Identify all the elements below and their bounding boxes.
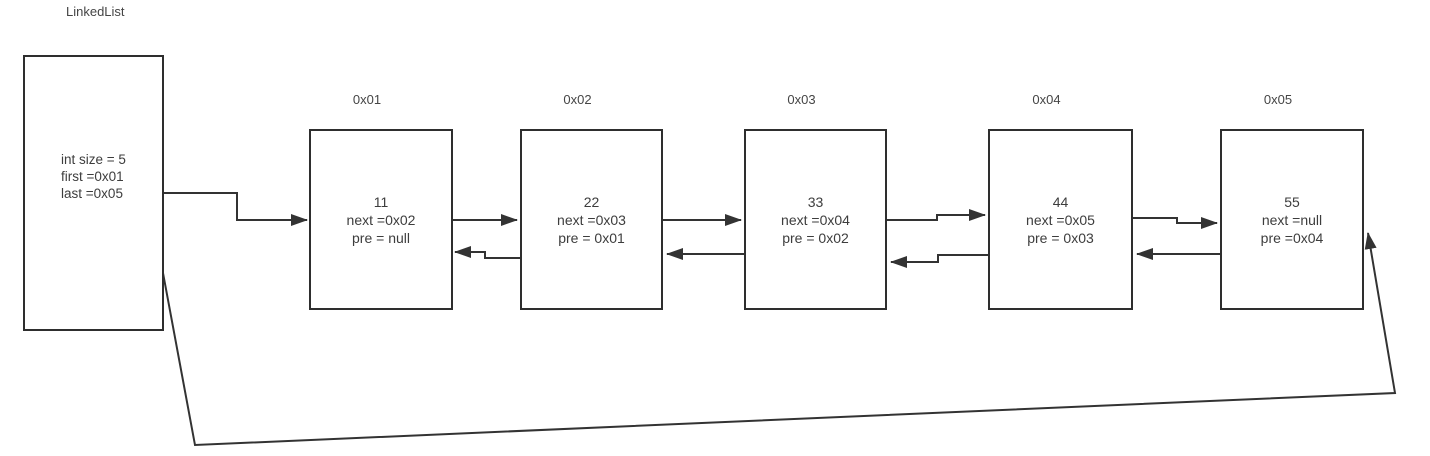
node-fields: 22 next =0x03 pre = 0x01 — [522, 193, 661, 247]
list-first-field: first =0x01 — [61, 169, 124, 184]
last-pointer-arrow — [162, 232, 1397, 447]
node-address-label: 0x04 — [1032, 92, 1061, 107]
node-address-label: 0x01 — [352, 92, 382, 107]
node-fields: 44 next =0x05 pre = 0x03 — [990, 193, 1131, 247]
node-fields: 33 next =0x04 pre = 0x02 — [746, 193, 885, 247]
linkedlist-object-fields: int size = 5 first =0x01 last =0x05 — [25, 151, 162, 202]
node-box-0x02: 22 next =0x03 pre = 0x01 — [520, 129, 663, 310]
node-pre-field: pre = null — [352, 230, 410, 246]
first-pointer-arrow — [163, 192, 308, 226]
pre-arrow-0x04-0x03 — [890, 254, 988, 268]
node-next-field: next =0x04 — [781, 212, 850, 228]
next-arrow-0x03-0x04 — [887, 209, 986, 221]
node-box-0x04: 44 next =0x05 pre = 0x03 — [988, 129, 1133, 310]
linkedlist-object-box: int size = 5 first =0x01 last =0x05 — [23, 55, 164, 331]
node-next-field: next =0x02 — [346, 212, 416, 228]
node-pre-field: pre =0x04 — [1260, 230, 1324, 246]
next-arrow-0x04-0x05 — [1133, 217, 1218, 229]
node-fields: 11 next =0x02 pre = null — [311, 193, 451, 247]
list-size-field: int size = 5 — [61, 152, 126, 167]
node-pre-field: pre = 0x02 — [782, 230, 849, 246]
node-next-field: next =0x03 — [557, 212, 626, 228]
node-value: 55 — [1284, 194, 1300, 210]
node-address-label: 0x05 — [1263, 92, 1293, 107]
diagram-title: LinkedList — [66, 4, 125, 19]
node-box-0x05: 55 next =null pre =0x04 — [1220, 129, 1364, 310]
node-value: 22 — [583, 194, 600, 210]
node-address-label: 0x02 — [563, 92, 592, 107]
node-value: 44 — [1052, 194, 1069, 210]
node-box-0x03: 33 next =0x04 pre = 0x02 — [744, 129, 887, 310]
pre-arrow-0x02-0x01 — [454, 246, 520, 259]
node-fields: 55 next =null pre =0x04 — [1222, 193, 1362, 247]
node-box-0x01: 11 next =0x02 pre = null — [309, 129, 453, 310]
node-pre-field: pre = 0x01 — [558, 230, 625, 246]
node-next-field: next =null — [1261, 212, 1323, 228]
list-last-field: last =0x05 — [61, 186, 123, 201]
node-value: 33 — [807, 194, 824, 210]
node-next-field: next =0x05 — [1026, 212, 1095, 228]
node-address-label: 0x03 — [787, 92, 816, 107]
node-value: 11 — [373, 194, 389, 210]
node-pre-field: pre = 0x03 — [1027, 230, 1094, 246]
